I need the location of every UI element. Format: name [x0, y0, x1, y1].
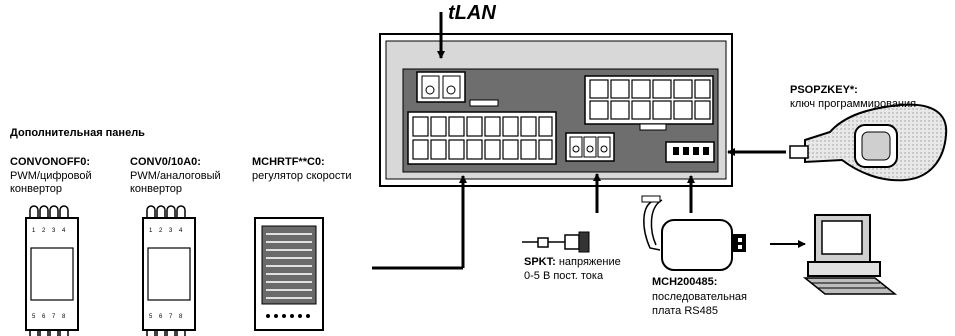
convonoff-module-icon	[25, 205, 79, 336]
pin-label: 2	[159, 228, 163, 234]
conv0-desc: PWM/аналоговый	[130, 170, 221, 182]
spkt-sensor-icon	[522, 231, 590, 253]
pin-label: 5	[149, 314, 153, 320]
serial-connector	[665, 141, 715, 163]
spkt-connector	[565, 132, 615, 162]
pin-label: 8	[62, 314, 66, 320]
pin-label: 6	[159, 314, 163, 320]
pin-label: 4	[179, 228, 183, 234]
pso-name: PSOPZKEY*:	[790, 84, 858, 96]
pin-label: 7	[52, 314, 56, 320]
mch-name: MCH200485:	[652, 276, 718, 288]
conv0-desc: конвертор	[130, 183, 182, 195]
pin-label: 4	[62, 228, 66, 234]
spkt-desc: напряжение	[555, 256, 621, 268]
mchrtf-desc: регулятор скорости	[252, 170, 352, 182]
mchrtf-name: MCHRTF**C0:	[252, 156, 325, 168]
convonoff-desc: PWM/цифровой	[10, 170, 92, 182]
panel-title: Дополнительная панель	[10, 127, 145, 139]
spkt-name: SPKT:	[524, 256, 556, 268]
mch-desc: плата RS485	[652, 305, 718, 317]
convonoff-desc: конвертор	[10, 183, 62, 195]
pin-label: 5	[32, 314, 36, 320]
pin-label: 1	[149, 228, 153, 234]
pso-desc: ключ программирования	[790, 98, 917, 110]
pin-label: 8	[179, 314, 183, 320]
convonoff-name: CONVONOFF0:	[10, 156, 91, 168]
pin-label: 2	[42, 228, 46, 234]
pin-label: 7	[169, 314, 173, 320]
main-io-connector	[407, 111, 557, 165]
relay-connector	[584, 75, 714, 125]
mch-desc: последовательная	[652, 291, 747, 303]
mchrtf-module-icon	[254, 217, 324, 331]
tlan-connector	[416, 71, 466, 103]
pin-label: 1	[32, 228, 36, 234]
computer-icon	[802, 214, 898, 295]
rs485-board-icon	[641, 195, 746, 271]
pin-label: 3	[52, 228, 56, 234]
pin-label: 3	[169, 228, 173, 234]
conv0-name: CONV0/10A0:	[130, 156, 201, 168]
programming-key-icon	[789, 103, 948, 182]
spkt-label: SPKT: напряжение	[524, 256, 621, 269]
conv0-module-icon	[142, 205, 196, 336]
tlan-label: tLAN	[448, 2, 496, 24]
spkt-desc: 0-5 В пост. тока	[524, 270, 604, 282]
pin-label: 6	[42, 314, 46, 320]
